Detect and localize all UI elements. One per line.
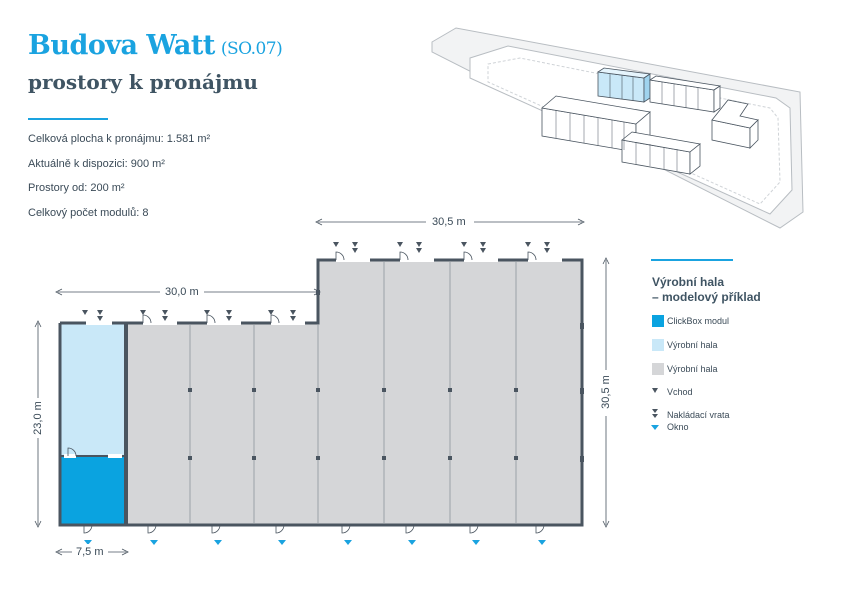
legend-label: Výrobní hala <box>667 364 718 374</box>
site-map <box>431 27 804 229</box>
legend-title-1: Výrobní hala <box>652 275 725 289</box>
legend-label: Výrobní hala <box>667 340 718 350</box>
floor-plan <box>58 242 584 545</box>
clickbox-swatch <box>652 315 664 327</box>
fact-total-area: Celková plocha k pronájmu: 1.581 m² <box>28 133 211 145</box>
entrance-arrow-icon <box>652 388 658 393</box>
dim-top-left: 30,0 m <box>165 286 199 298</box>
dim-top-right: 30,5 m <box>432 216 466 228</box>
fact-min-space: Prostory od: 200 m² <box>28 182 125 194</box>
light-hall-swatch <box>652 339 664 351</box>
legend-label: Okno <box>667 422 689 432</box>
fact-module-count: Celkový počet modulů: 8 <box>28 206 149 219</box>
dim-bottom-width: 7,5 m <box>76 546 104 558</box>
facts-list: Celková plocha k pronájmu: 1.581 m² Aktu… <box>28 133 210 231</box>
legend-symbols <box>651 259 733 430</box>
building-code: (SO.07) <box>220 39 283 59</box>
dim-left-height: 23,0 m <box>32 401 44 435</box>
clickbox-module <box>60 456 126 525</box>
legend: Výrobní hala – modelový příklad ClickBox… <box>652 275 761 432</box>
header-rule <box>28 118 108 120</box>
page-subtitle: prostory k pronájmu <box>28 70 258 94</box>
building-title: Budova Watt(SO.07) <box>28 30 283 61</box>
legend-label: ClickBox modul <box>667 316 730 326</box>
dim-right-height: 30,5 m <box>600 375 612 409</box>
fact-available: Aktuálně k dispozici: 900 m² <box>28 157 165 170</box>
legend-title-2: – modelový příklad <box>652 290 761 304</box>
building-name: Budova Watt <box>28 30 215 61</box>
grey-hall-swatch <box>652 363 664 375</box>
window-icon <box>651 425 659 430</box>
legend-label: Vchod <box>667 387 693 397</box>
legend-label: Nakládací vrata <box>667 410 730 420</box>
loading-gate-icon <box>652 414 658 418</box>
light-hall-module <box>60 323 126 456</box>
